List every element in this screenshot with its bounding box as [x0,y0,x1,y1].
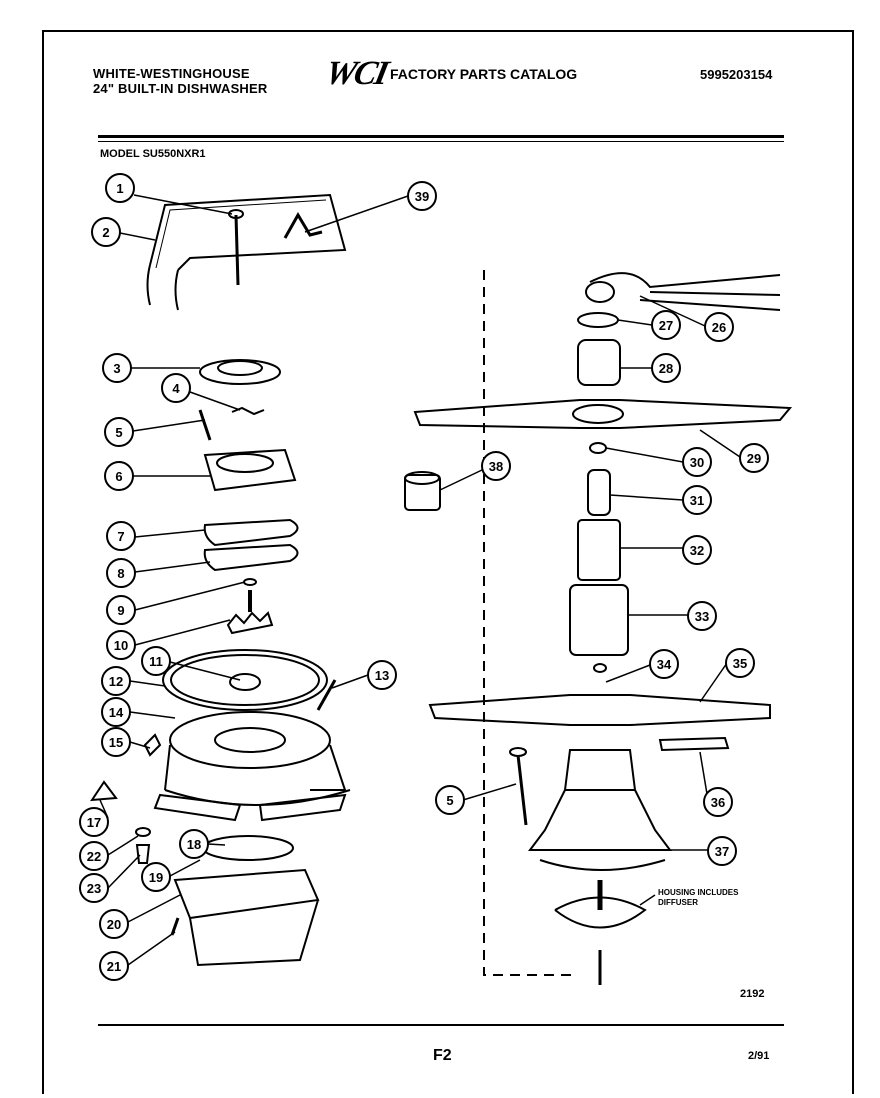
callout-bubble: 23 [79,873,109,903]
svg-text:10: 10 [114,638,128,653]
callout-bubble: 30 [682,447,712,477]
callout-bubble: 27 [651,310,681,340]
svg-text:38: 38 [489,459,503,474]
housing-note-line2: DIFFUSER [658,898,698,907]
callout-bubble: 31 [682,485,712,515]
svg-text:13: 13 [375,668,389,683]
svg-text:22: 22 [87,849,101,864]
svg-text:15: 15 [109,735,123,750]
callout-bubble: 8 [106,558,136,588]
leader-lines [99,194,741,966]
svg-text:14: 14 [109,705,124,720]
callout-bubble: 28 [651,353,681,383]
svg-text:26: 26 [712,320,726,335]
callout-bubble: 21 [99,951,129,981]
svg-text:34: 34 [657,657,672,672]
callout-bubble: 33 [687,601,717,631]
svg-text:6: 6 [115,469,122,484]
svg-text:8: 8 [117,566,124,581]
callout-bubble: 37 [707,836,737,866]
svg-text:21: 21 [107,959,121,974]
callout-bubble: 18 [179,829,209,859]
svg-text:33: 33 [695,609,709,624]
callout-bubble: 11 [141,646,171,676]
callout-bubble: 9 [106,595,136,625]
svg-text:1: 1 [116,181,123,196]
svg-text:12: 12 [109,674,123,689]
svg-text:29: 29 [747,451,761,466]
callout-bubble: 5 [435,785,465,815]
callout-bubble: 22 [79,841,109,871]
page-number: F2 [433,1047,452,1064]
svg-text:19: 19 [149,870,163,885]
callout-bubble: 26 [704,312,734,342]
drawing-number: 2192 [740,988,765,1000]
callout-bubble: 12 [101,666,131,696]
svg-text:5: 5 [115,425,122,440]
header-rule-thin [98,141,784,142]
callout-bubble: 2 [91,217,121,247]
callout-bubble: 17 [79,807,109,837]
svg-text:11: 11 [149,654,163,669]
page-border [42,30,854,1094]
svg-text:20: 20 [107,917,121,932]
catalog-part-number: 5995203154 [700,67,773,82]
svg-text:3: 3 [113,361,120,376]
svg-text:37: 37 [715,844,729,859]
housing-note-line1: HOUSING INCLUDES [658,888,739,897]
callout-bubble: 10 [106,630,136,660]
svg-text:30: 30 [690,455,704,470]
svg-text:31: 31 [690,493,704,508]
callout-bubble: 39 [407,181,437,211]
callout-bubble: 36 [703,787,733,817]
brand-block: WHITE-WESTINGHOUSE 24" BUILT-IN DISHWASH… [93,66,267,96]
model-label: MODEL SU550NXR1 [100,148,206,160]
svg-text:2: 2 [102,225,109,240]
svg-text:35: 35 [733,656,747,671]
svg-text:18: 18 [187,837,201,852]
callout-bubble: 32 [682,535,712,565]
svg-text:9: 9 [117,603,124,618]
callout-bubble: 19 [141,862,171,892]
part-drawings [90,193,793,985]
svg-text:28: 28 [659,361,673,376]
brand-name: WHITE-WESTINGHOUSE [93,66,250,81]
catalog-title: FACTORY PARTS CATALOG [390,66,578,82]
callout-bubble: 6 [104,461,134,491]
callout-bubble: 13 [367,660,397,690]
svg-text:4: 4 [172,381,180,396]
svg-text:23: 23 [87,881,101,896]
callout-bubble: 35 [725,648,755,678]
svg-text:17: 17 [87,815,101,830]
revision-date: 2/91 [748,1050,770,1062]
callout-bubble: 4 [161,373,191,403]
svg-text:32: 32 [690,543,704,558]
header-rule [98,135,784,138]
callout-bubble: 1 [105,173,135,203]
svg-text:27: 27 [659,318,673,333]
svg-text:5: 5 [446,793,453,808]
callout-bubble: 20 [99,909,129,939]
callout-bubble: 15 [101,727,131,757]
callout-bubble: 7 [106,521,136,551]
footer-rule [98,1024,784,1026]
callout-bubble: 3 [102,353,132,383]
svg-text:7: 7 [117,529,124,544]
callout-bubble: 14 [101,697,131,727]
callout-bubble: 5 [104,417,134,447]
callout-bubble: 29 [739,443,769,473]
product-name: 24" BUILT-IN DISHWASHER [93,81,268,96]
callout-bubble: 34 [649,649,679,679]
callout-bubble: 38 [481,451,511,481]
svg-text:39: 39 [415,189,429,204]
callouts: 1 2 39 3 4 5 6 7 8 9 10 11 12 13 14 15 1… [79,173,769,981]
svg-text:36: 36 [711,795,725,810]
